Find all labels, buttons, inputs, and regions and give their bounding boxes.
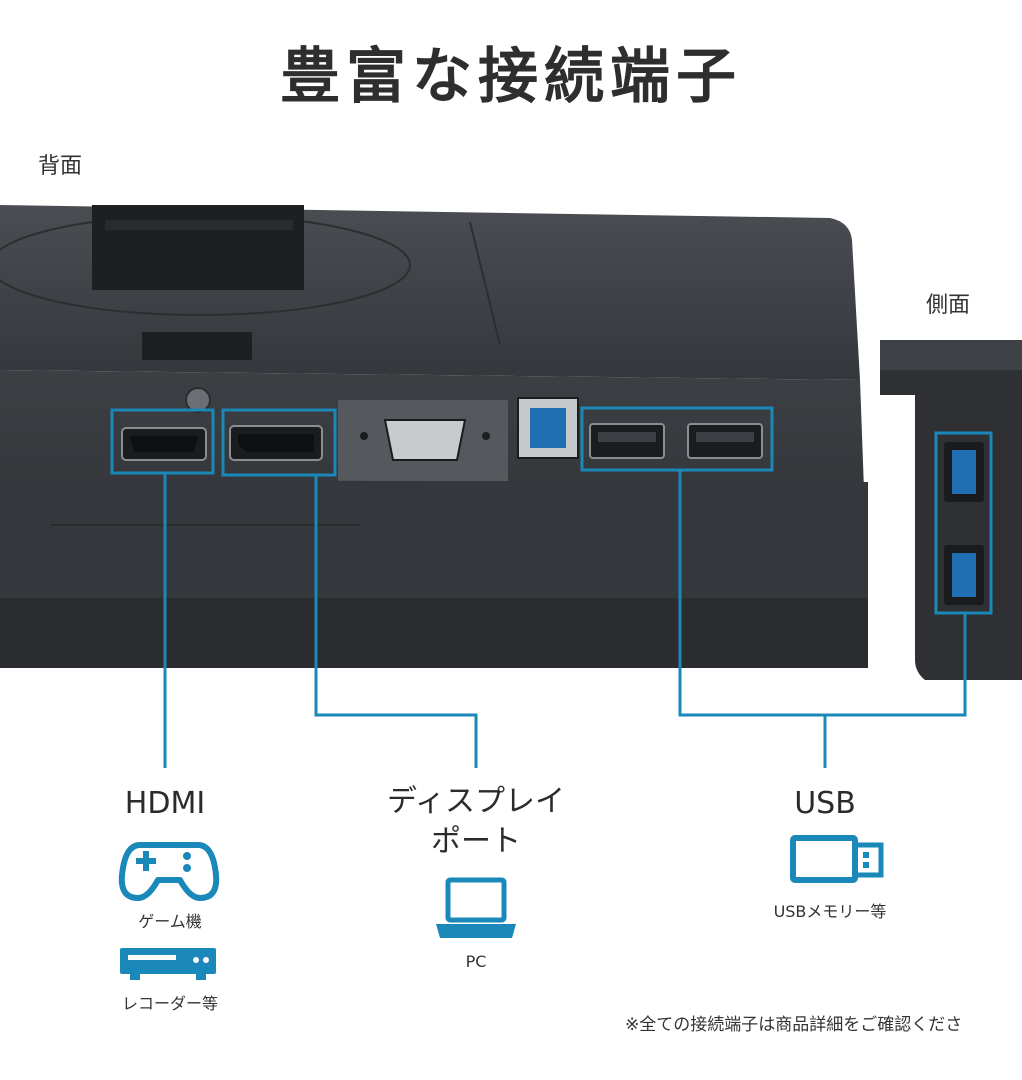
rear-view-label: 背面	[38, 154, 83, 179]
bezel-bottom	[0, 598, 868, 668]
game-controller-icon	[118, 842, 220, 901]
displayport-label-line2: ポート	[431, 824, 521, 859]
laptop-icon	[436, 877, 516, 938]
dp-highlight-box	[221, 408, 337, 477]
usb-stick-icon	[790, 835, 884, 883]
hdmi-highlight-box	[110, 408, 215, 475]
stand-bracket	[92, 205, 304, 290]
usb-rear-highlight-box	[580, 406, 774, 472]
side-usb-port-2	[952, 553, 976, 597]
footnote: ※全ての接続端子は商品詳細をご確認くださ	[625, 1015, 963, 1035]
usb-line	[678, 470, 967, 717]
hdmi-label: HDMI	[124, 786, 206, 821]
page-title: 豊富な接続端子	[280, 42, 742, 112]
displayport-label-line1: ディスプレイ	[387, 784, 565, 819]
usb-label: USB	[794, 786, 856, 821]
recorder-icon	[120, 948, 216, 980]
side-usb-port-1	[952, 450, 976, 494]
side-view-label: 側面	[926, 293, 971, 318]
monitor-side-view	[880, 340, 1022, 680]
game-console-label: ゲーム機	[138, 912, 202, 931]
cable-clip	[142, 332, 252, 360]
usb-memory-label: USBメモリー等	[773, 902, 887, 921]
vga-port	[383, 419, 467, 461]
recorder-label: レコーダー等	[121, 994, 218, 1013]
pc-label: PC	[465, 952, 487, 971]
dp-line	[314, 475, 478, 768]
